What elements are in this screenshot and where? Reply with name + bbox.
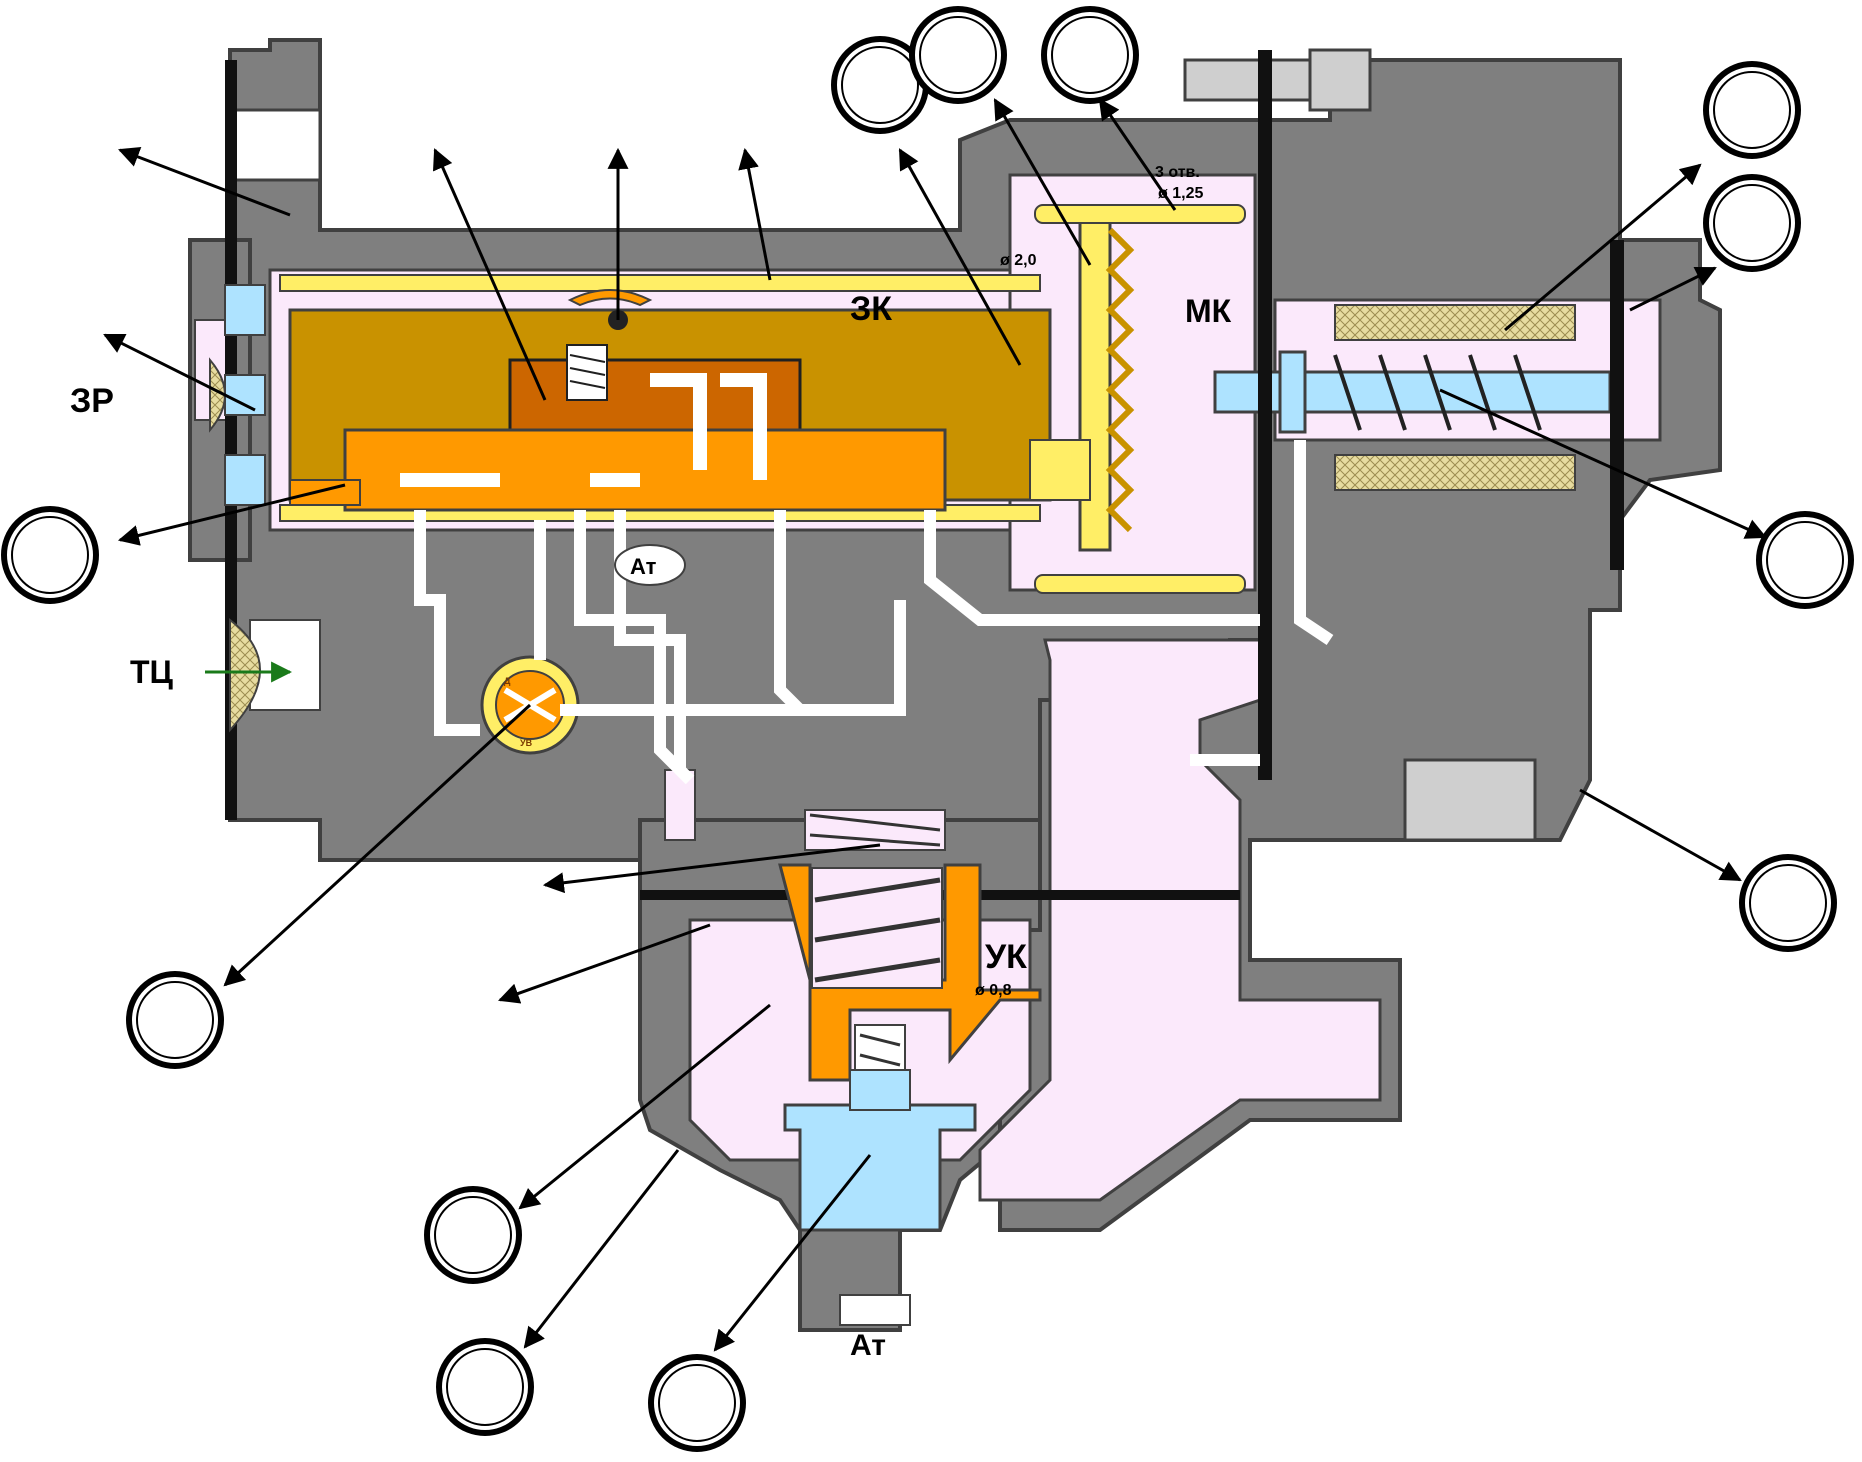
uk-blue-stem <box>849 1069 911 1111</box>
leader-arrow <box>1579 788 1742 882</box>
plunger-rod <box>1213 370 1612 414</box>
zr-valve <box>209 284 266 506</box>
mk-stem <box>1029 439 1091 501</box>
lower-filter <box>1334 454 1576 491</box>
leader-arrow <box>993 98 1092 266</box>
mk-plate <box>1078 218 1112 552</box>
piston-spring-housing <box>566 344 608 401</box>
leader-arrow <box>433 148 547 401</box>
uk-piston <box>778 863 1042 1082</box>
channel-to-uk <box>978 638 1382 1202</box>
uk-blue-valve <box>783 1103 977 1232</box>
leader-arrow <box>523 1149 680 1349</box>
label-holes-line2: ø 1,25 <box>1158 185 1203 202</box>
uk-exhaust-holes <box>839 1294 911 1326</box>
top-nut <box>1308 48 1372 112</box>
callout-circle <box>1739 854 1837 952</box>
leader-arrow <box>223 703 532 987</box>
label-at-bottom: Ат <box>850 1329 886 1362</box>
callout-circle <box>424 1186 522 1284</box>
mk-seal-bar <box>1258 50 1272 780</box>
leader-arrow <box>1504 163 1702 332</box>
air-channels <box>414 440 1334 785</box>
leader-arrow <box>498 923 711 1004</box>
label-tc: ТЦ <box>130 654 174 690</box>
at-top-badge: Ат <box>614 544 686 586</box>
label-zr: ЗР <box>70 382 114 420</box>
leader-arrow <box>117 483 346 546</box>
label-valve-d: Д <box>504 676 511 686</box>
main-piston <box>279 274 1052 522</box>
top-lever <box>567 289 653 307</box>
label-uk: УК <box>985 938 1027 976</box>
label-at-top: Ат <box>630 554 657 579</box>
callout-circle <box>1 506 99 604</box>
leader-arrow <box>713 1154 872 1352</box>
right-plug <box>1403 758 1537 842</box>
piston-top-strip <box>279 274 1041 292</box>
leader-arrow <box>518 1003 771 1210</box>
zr-valve-body-mid <box>224 374 266 416</box>
slide-valve <box>343 428 947 512</box>
uk-inner-spring <box>814 877 941 983</box>
zr-valve-body-top <box>224 284 266 336</box>
mk-bottom-seal <box>1034 574 1246 594</box>
upper-filter <box>1334 304 1576 341</box>
label-d20: ø 2,0 <box>1000 252 1037 269</box>
callouts <box>1 6 1854 1452</box>
leader-arrow <box>1098 98 1177 211</box>
at-top-oval <box>614 544 686 586</box>
callout-circle <box>126 971 224 1069</box>
callout-circle <box>1756 511 1854 609</box>
slide-valve-left <box>289 479 361 506</box>
leader-arrow <box>1439 388 1767 539</box>
zr-filter <box>209 357 226 433</box>
label-zk: ЗК <box>850 290 892 328</box>
uk-upper-spring <box>809 813 941 847</box>
leader-arrows <box>103 98 1767 1352</box>
label-d08: ø 0,8 <box>975 982 1012 999</box>
plunger-spring <box>1333 354 1542 431</box>
leader-arrow <box>898 148 1022 366</box>
mk-top-seal <box>1034 204 1246 224</box>
callout-circle <box>648 1354 746 1452</box>
leader-arrow <box>738 147 772 281</box>
callout-circle <box>1703 174 1801 272</box>
right-flange-seal <box>1610 240 1624 570</box>
label-holes-line1: 3 отв. <box>1155 164 1200 181</box>
leader-arrow <box>1629 266 1717 312</box>
label-valve-uv: УВ <box>520 738 533 748</box>
plunger-collar <box>1278 350 1307 434</box>
callout-circle <box>436 1338 534 1436</box>
mk-plate-teeth <box>1105 227 1135 533</box>
mk-piston <box>1029 204 1246 594</box>
piston-spring <box>569 354 606 389</box>
callout-circle <box>1703 61 1801 159</box>
label-mk: МК <box>1185 293 1232 329</box>
leader-arrow <box>118 146 291 217</box>
uk-valve <box>778 809 1042 1326</box>
uk-lower-spring <box>859 1033 901 1102</box>
top-lug <box>228 108 322 182</box>
tc-filter <box>229 617 261 733</box>
slide-channels <box>400 373 767 487</box>
zr-valve-body-bot <box>224 454 266 506</box>
callout-circle <box>1041 6 1139 104</box>
callout-circle <box>909 6 1007 104</box>
leader-arrow <box>542 843 881 894</box>
leader-arrow <box>103 333 256 412</box>
channel-strip <box>664 769 696 841</box>
piston-rod-block <box>508 358 802 432</box>
